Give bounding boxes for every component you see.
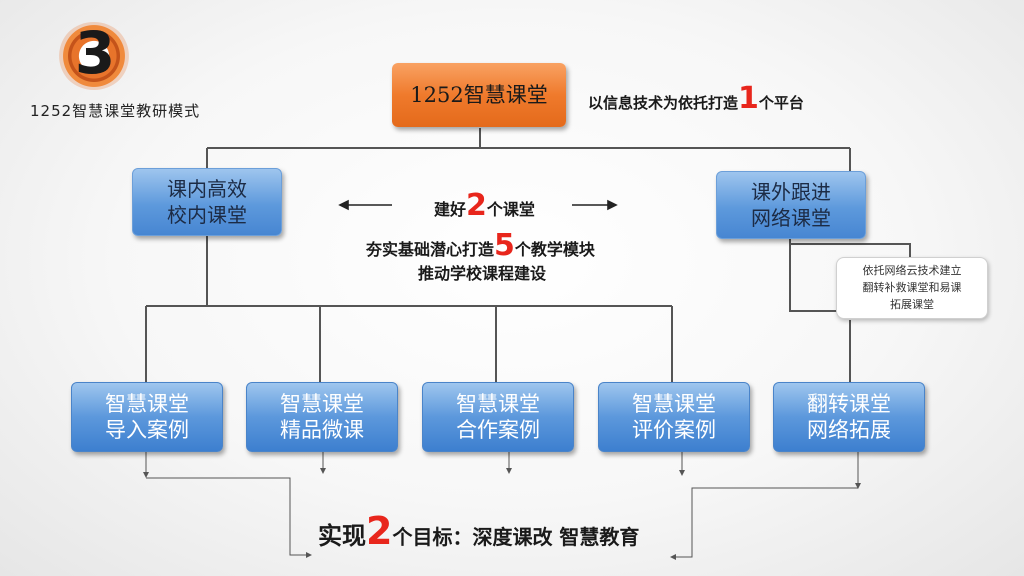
platform-text: 以信息技术为依托打造1个平台 xyxy=(588,84,804,118)
arrowhead-4 xyxy=(679,470,685,476)
connector-left-to-goal xyxy=(146,477,306,556)
connector-right-to-note-top xyxy=(790,243,911,258)
arrowhead-goal-right xyxy=(670,554,676,560)
center-line2-number: 5 xyxy=(494,228,515,263)
center-line2: 夯实基础潜心打造5个教学模块 xyxy=(366,230,595,266)
logo-caption: 1252智慧课堂教研模式 xyxy=(30,102,201,120)
module-5-line1: 翻转课堂 xyxy=(807,392,891,416)
logo-ring-graphic xyxy=(58,22,130,90)
top-box-label: 1252智慧课堂 xyxy=(410,83,548,107)
platform-number: 1 xyxy=(738,81,759,116)
module-box-1: 智慧课堂 导入案例 xyxy=(71,382,223,452)
logo-number: 3 xyxy=(74,19,116,87)
goal-number: 2 xyxy=(366,509,393,553)
in-class-line1: 课内高效 xyxy=(167,177,247,201)
module-2-line1: 智慧课堂 xyxy=(280,392,364,416)
arrowhead-goal-left xyxy=(306,552,312,558)
after-class-line2: 网络课堂 xyxy=(751,206,831,230)
platform-suffix: 个平台 xyxy=(758,94,804,112)
arrowhead-5 xyxy=(855,483,861,489)
module-1-line1: 智慧课堂 xyxy=(105,392,189,416)
box-in-class: 课内高效 校内课堂 xyxy=(132,168,282,236)
note-box: 依托网络云技术建立 翻转补救课堂和易课 拓展课堂 xyxy=(836,257,988,319)
module-box-2: 智慧课堂 精品微课 xyxy=(246,382,398,452)
module-4-line2: 评价案例 xyxy=(632,418,716,442)
goal-suffix: 个目标：深度课改 智慧教育 xyxy=(392,525,640,549)
module-box-3: 智慧课堂 合作案例 xyxy=(422,382,574,452)
center-line1-suffix: 个课堂 xyxy=(486,200,535,219)
center-line1-number: 2 xyxy=(466,188,487,223)
module-box-5: 翻转课堂 网络拓展 xyxy=(773,382,925,452)
module-2-line2: 精品微课 xyxy=(280,418,364,442)
center-line1: 建好2个课堂 xyxy=(434,190,535,226)
box-after-class: 课外跟进 网络课堂 xyxy=(716,171,866,239)
center-line2-prefix: 夯实基础潜心打造 xyxy=(366,240,495,259)
after-class-line1: 课外跟进 xyxy=(751,180,831,204)
note-line3: 拓展课堂 xyxy=(890,298,934,311)
goal-prefix: 实现 xyxy=(318,522,366,550)
in-class-line2: 校内课堂 xyxy=(167,203,247,227)
center-line2-suffix: 个教学模块 xyxy=(514,240,595,259)
arrowhead-3 xyxy=(506,468,512,474)
center-line3: 推动学校课程建设 xyxy=(418,264,547,283)
top-box-1252: 1252智慧课堂 xyxy=(392,63,566,127)
module-1-line2: 导入案例 xyxy=(105,418,189,442)
note-line1: 依托网络云技术建立 xyxy=(862,264,962,277)
goal-text: 实现2个目标：深度课改 智慧教育 xyxy=(318,511,639,557)
module-box-4: 智慧课堂 评价案例 xyxy=(598,382,750,452)
arrow-left-head xyxy=(338,199,349,211)
arrowhead-2 xyxy=(320,468,326,474)
arrowhead-1 xyxy=(143,472,149,478)
module-3-line2: 合作案例 xyxy=(456,418,540,442)
platform-prefix: 以信息技术为依托打造 xyxy=(588,94,739,112)
center-line1-prefix: 建好 xyxy=(434,200,467,219)
module-3-line1: 智慧课堂 xyxy=(456,392,540,416)
module-5-line2: 网络拓展 xyxy=(807,418,891,442)
module-4-line1: 智慧课堂 xyxy=(632,392,716,416)
connector-right-to-note xyxy=(789,236,850,312)
note-line2: 翻转补救课堂和易课 xyxy=(862,281,962,294)
arrow-right-head xyxy=(607,199,618,211)
connector-right-to-goal xyxy=(676,487,858,558)
